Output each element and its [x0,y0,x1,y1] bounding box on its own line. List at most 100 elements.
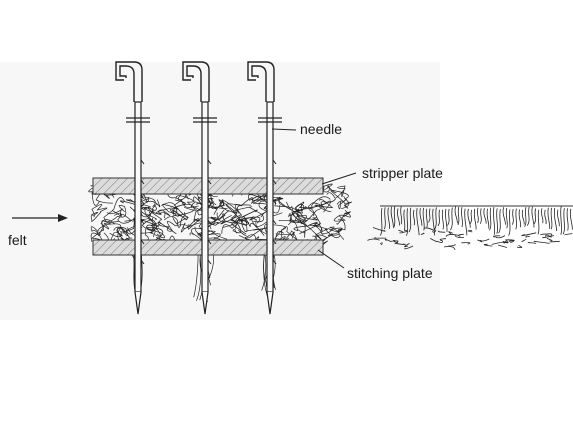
fiber-strand [542,235,555,239]
felt-loop [450,207,453,231]
fiber-strand [439,238,447,242]
felt-loop [550,207,553,230]
fiber-strand [175,195,204,212]
fiber-strand [90,226,109,241]
fiber-strand [448,231,453,235]
felt-loop [518,209,522,228]
felt-loop [441,209,444,230]
fiber-strand [502,240,509,244]
fiber-strand [91,204,108,217]
felt-loop [413,209,416,226]
fiber-strand [238,230,260,244]
fiber-strand [294,201,315,217]
felt-loop [445,208,448,233]
fiber-strand [211,200,238,219]
felt-loop [473,208,477,230]
fiber-strand [457,233,464,237]
felt-loop [569,208,573,230]
felt-loop [560,206,562,235]
fiber-strand [333,209,352,222]
fiber-strand [189,218,219,226]
felt-loop [480,208,482,224]
felt-loop [508,209,511,236]
felt-loop [405,208,409,236]
fiber-strand [126,199,161,208]
fiber-strand [430,238,437,243]
felt-loop [566,208,569,231]
felt-loop [390,206,394,227]
felt-loop [403,209,406,231]
fiber-strand [129,199,173,215]
fiber-strand [497,244,508,249]
fiber-strand [390,240,399,243]
fiber-strand [483,243,493,247]
needle [115,61,150,315]
fiber-strand [467,230,473,233]
felt-loop [524,207,527,227]
fiber-strand [423,227,435,231]
felt-loop [533,208,537,224]
fiber-strand [438,230,446,233]
felt-loop [454,206,458,224]
fiber-strand [177,192,197,211]
fiber-strand [296,207,318,221]
felt-loop [425,208,428,228]
felt-loop [428,208,431,223]
felt-loop [379,208,383,236]
fiber-strand [278,219,306,238]
fiber-strand [337,218,346,240]
fiber-strand [404,245,414,250]
fiber-strand [287,213,300,223]
fiber-strand [403,229,408,233]
fiber-strand [372,227,386,232]
fiber-strand [379,242,383,245]
stitching-plate-leader-line [317,249,345,269]
fiber-strand [300,202,328,224]
fiber-strand [114,212,132,224]
fiber-strand [238,207,264,223]
fiber-strand [335,185,346,198]
fiber-strand [367,238,380,241]
felt-loop [502,207,506,225]
felt-loop [447,208,450,226]
fiber-strand [314,198,334,213]
felt-loop [467,208,471,228]
fiber-strand [328,227,343,235]
felt-loop [437,209,440,227]
felt-label: felt [8,232,27,248]
felt-loop [557,209,560,227]
felt-loop [416,208,420,236]
felt-loop [515,208,518,230]
felt-loop [387,207,391,229]
fiber-strand [103,197,125,225]
fiber-strand [161,202,191,215]
stitching-plate-label: stitching plate [347,265,433,281]
felt-loop [521,209,525,225]
fiber-strand [213,200,237,219]
felt-loop [422,207,425,231]
fiber-strand [445,234,458,237]
fiber-strand [443,246,456,250]
fiber-strand [479,238,490,242]
fiber-strand [320,192,336,210]
felt-loop [505,207,508,229]
fiber-strand [100,219,119,230]
stripper-plate-leader-line [321,172,357,185]
fiber-strand [275,226,298,240]
fiber-strand [241,209,265,236]
fiber-strand [120,200,153,217]
fiber-strand [420,232,425,236]
fiber-strand [517,245,523,249]
felt-loop [393,206,396,229]
fiber-strand [546,238,553,241]
fiber-strand [448,244,456,247]
felt-loop [486,208,490,229]
fiber-strand [521,238,527,242]
fiber-strand [90,211,102,222]
fiber-strand [265,196,284,203]
fiber-strand [336,200,353,209]
fiber-strand [394,242,406,245]
fiber-strand [133,204,160,228]
felt-loop [434,207,437,231]
felt-loop [541,208,544,224]
